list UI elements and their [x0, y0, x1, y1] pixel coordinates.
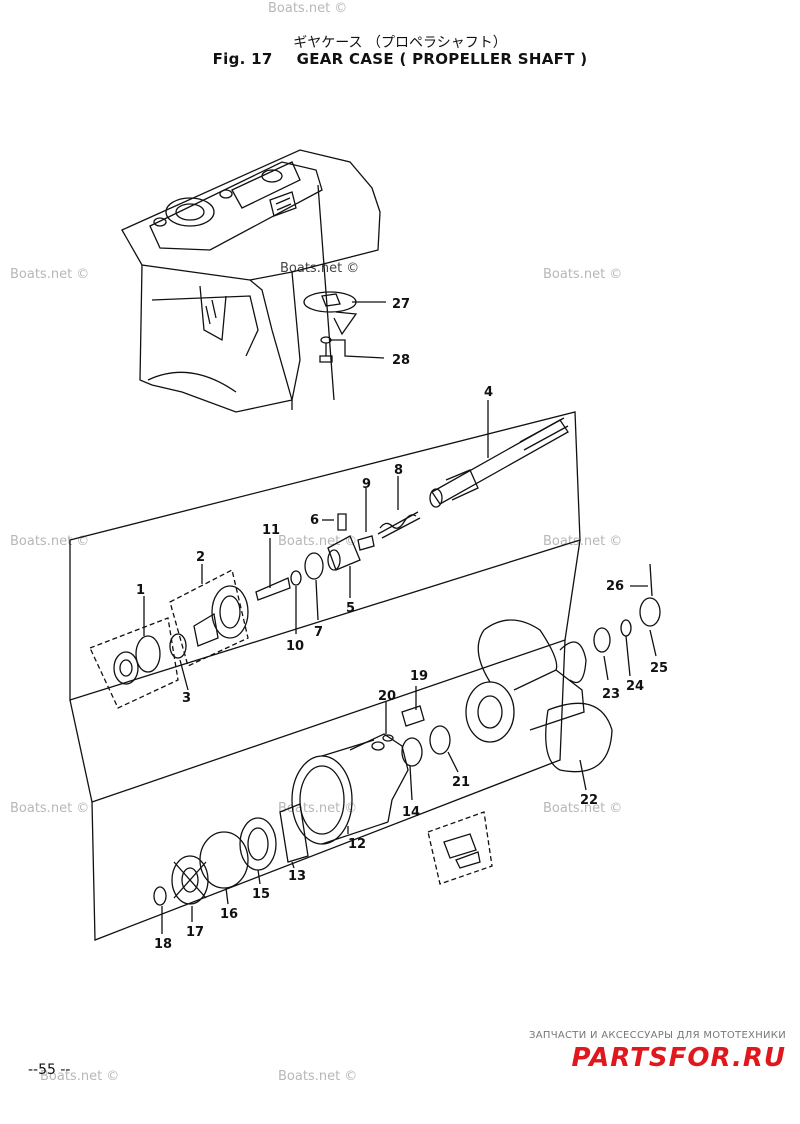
subassembly-box [89, 617, 179, 709]
callout-9: 9 [362, 477, 371, 492]
callout-12: 12 [348, 837, 366, 852]
callout-17: 17 [186, 925, 204, 940]
figure-title: Fig. 17 GEAR CASE ( PROPELLER SHAFT ) [0, 50, 800, 68]
callout-5: 5 [346, 601, 355, 616]
callout-3: 3 [182, 691, 191, 706]
ring-part-10 [290, 570, 302, 586]
pin-part-6 [337, 513, 347, 531]
watermark: Boats.net © [543, 267, 622, 282]
watermark: Boats.net © [278, 1069, 357, 1084]
brand-name: PARTSFOR.RU [571, 1043, 786, 1073]
watermark: Boats.net © [10, 534, 89, 549]
figure-number: Fig. 17 [212, 50, 273, 68]
page-number: --55 -- [28, 1062, 71, 1078]
callout-7: 7 [314, 625, 323, 640]
o-ring-part-16 [199, 831, 249, 889]
bearing-housing-part-12 [291, 733, 409, 845]
watermark: Boats.net © [10, 801, 89, 816]
brand-logo[interactable]: ЗАПЧАСТИ И АКСЕССУАРЫ ДЛЯ МОТОТЕХНИКИ PA… [529, 1030, 786, 1073]
callout-1: 1 [136, 583, 145, 598]
callout-23: 23 [602, 687, 620, 702]
propeller-part-22 [465, 619, 613, 773]
callout-19: 19 [410, 669, 428, 684]
callout-14: 14 [402, 805, 420, 820]
washer-part-21 [429, 725, 451, 755]
propeller-shaft-part-4 [429, 417, 569, 508]
callout-13: 13 [288, 869, 306, 884]
seal-part-14 [401, 737, 423, 767]
ring-part-3 [169, 633, 187, 659]
callout-11: 11 [262, 523, 280, 538]
watermark: Boats.net © [280, 261, 359, 276]
callout-2: 2 [196, 550, 205, 565]
clutch-part-5 [327, 535, 361, 571]
assembly-outline [69, 411, 581, 701]
callout-8: 8 [394, 463, 403, 478]
nut-part-25 [639, 597, 661, 627]
watermark-group: Boats.net © Boats.net © Boats.net © Boat… [10, 1, 622, 1084]
bearing-part-15 [239, 817, 277, 871]
watermark: Boats.net © [543, 534, 622, 549]
tool-icon [443, 833, 481, 869]
gear-case-housing [121, 149, 381, 413]
callout-labels: 1 2 3 4 5 6 7 8 9 10 11 12 13 14 15 16 1… [136, 297, 668, 952]
forward-gear-part-17 [171, 855, 209, 905]
spring-part-8 [377, 511, 421, 539]
watermark: Boats.net © [278, 534, 357, 549]
callout-20: 20 [378, 689, 396, 704]
cotter-pin-part-26 [649, 563, 653, 597]
callout-15: 15 [252, 887, 270, 902]
watermark: Boats.net © [543, 801, 622, 816]
assembly-outline [91, 639, 566, 941]
spacer-part-23 [593, 627, 611, 653]
watermark: Boats.net © [268, 1, 347, 16]
ring-part-7 [304, 552, 324, 580]
watermark: Boats.net © [10, 267, 89, 282]
plunger-part-11 [255, 577, 291, 601]
leader-lines [143, 301, 657, 934]
callout-24: 24 [626, 679, 644, 694]
washer-part-24 [620, 619, 632, 637]
callout-27: 27 [392, 297, 410, 312]
washer-part-18 [153, 886, 167, 906]
subassembly-box [427, 811, 493, 885]
figure-title-text: GEAR CASE ( PROPELLER SHAFT ) [296, 50, 588, 68]
spring-part-8 [379, 514, 417, 529]
callout-21: 21 [452, 775, 470, 790]
reverse-gear-part-2 [193, 585, 249, 647]
bearing-part-1 [113, 635, 161, 685]
needle-bearing-part-13 [279, 803, 309, 863]
anode-part-27 [303, 291, 358, 336]
watermark: Boats.net © [40, 1069, 119, 1084]
callout-18: 18 [154, 937, 172, 952]
callout-10: 10 [286, 639, 304, 654]
callout-4: 4 [484, 385, 493, 400]
callout-26: 26 [606, 579, 624, 594]
callout-6: 6 [310, 513, 319, 528]
callout-28: 28 [392, 353, 410, 368]
title-japanese: ギヤケース （プロペラシャフト） [293, 35, 507, 51]
bolt-part-19 [401, 705, 425, 727]
callout-16: 16 [220, 907, 238, 922]
callout-25: 25 [650, 661, 668, 676]
brand-tagline: ЗАПЧАСТИ И АКСЕССУАРЫ ДЛЯ МОТОТЕХНИКИ [529, 1030, 786, 1041]
callout-22: 22 [580, 793, 598, 808]
pin-part-9 [357, 535, 375, 551]
subassembly-box [169, 569, 249, 667]
washer-part-20 [382, 734, 394, 742]
